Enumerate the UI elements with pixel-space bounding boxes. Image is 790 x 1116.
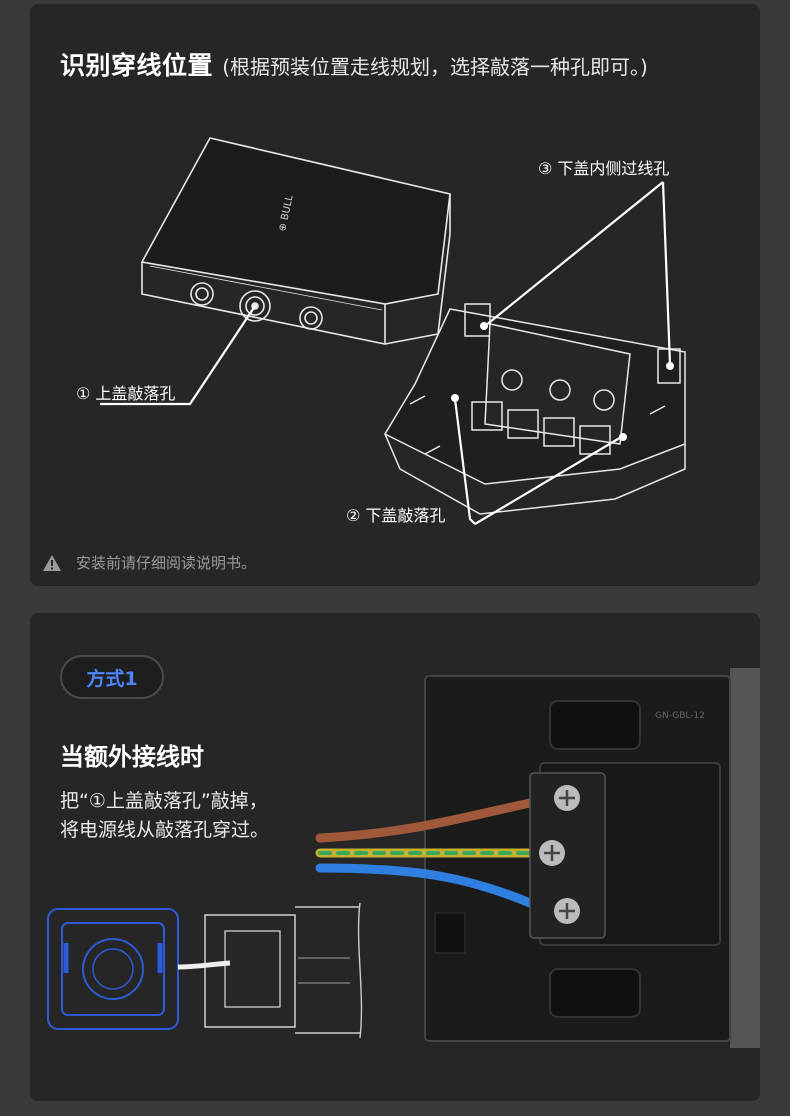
callout-leader-lines — [100, 181, 672, 525]
method-title: 当额外接线时 — [60, 743, 204, 771]
warning-text: 安装前请仔细阅读说明书。 — [76, 554, 257, 572]
power-wires — [315, 798, 535, 908]
blueprint-schematic — [47, 902, 363, 1039]
wiring-illustration: GN-GBL-12 — [47, 668, 760, 1048]
callout-dots — [451, 322, 674, 441]
warning-triangle-icon — [43, 554, 61, 571]
warning-note: 安装前请仔细阅读说明书。 — [42, 552, 256, 573]
callout-lower-inner-hole: ③ 下盖内侧过线孔 — [538, 159, 670, 178]
desc-line-1: 把“①上盖敲落孔”敲掉， — [60, 790, 268, 812]
callout-upper-cover-hole: ① 上盖敲落孔 — [76, 384, 176, 403]
method-description: 把“①上盖敲落孔”敲掉， 将电源线从敲落孔穿过。 — [60, 787, 269, 845]
title-note: (根据预装位置走线规划，选择敲落一种孔即可。) — [222, 55, 648, 79]
title-main: 识别穿线位置 — [60, 51, 214, 80]
identify-wiring-panel: 识别穿线位置 (根据预装位置走线规划，选择敲落一种孔即可。) ⊕ BULL — [30, 4, 760, 586]
desc-line-2: 将电源线从敲落孔穿过。 — [60, 819, 270, 841]
callout-lower-cover-hole: ② 下盖敲落孔 — [346, 506, 446, 525]
svg-text:GN-GBL-12: GN-GBL-12 — [655, 711, 705, 721]
frame-strip — [730, 668, 760, 1048]
section-title: 识别穿线位置 (根据预装位置走线规划，选择敲落一种孔即可。) — [60, 46, 648, 82]
terminal-block — [529, 772, 606, 939]
method-badge: 方式1 — [60, 655, 164, 699]
upper-cover-drawing: ⊕ BULL — [140, 137, 451, 345]
junction-box-illustration: ⊕ BULL — [100, 137, 686, 525]
method-one-panel: 方式1 当额外接线时 把“①上盖敲落孔”敲掉， 将电源线从敲落孔穿过。 GN-G… — [30, 613, 760, 1101]
